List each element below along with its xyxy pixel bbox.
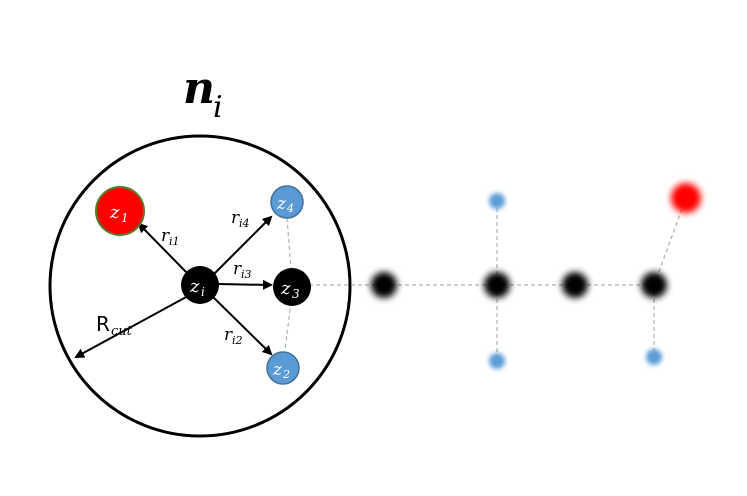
- atom-z2-sub: 2: [282, 368, 290, 381]
- atom-center-label: z: [189, 276, 200, 297]
- neighborhood-title: n i: [183, 63, 223, 125]
- atom-z2-label: z: [272, 360, 283, 380]
- atom-z1-label: z: [109, 202, 120, 223]
- svg-text:i2: i2: [232, 334, 243, 347]
- inner-dashed-bonds: [284, 217, 292, 351]
- svg-text:cut: cut: [111, 324, 133, 339]
- arrow-ri4: [212, 215, 273, 276]
- blurred-heavy-atom: [371, 272, 397, 298]
- atom-z4-sub: 4: [286, 202, 294, 215]
- arrow-rcut: [74, 295, 189, 358]
- edge-label-ri4: r i4: [231, 208, 250, 230]
- blurred-heavy-atom: [562, 272, 588, 298]
- svg-text:r: r: [231, 208, 240, 228]
- blurred-red-atom: [671, 183, 701, 213]
- distance-arrows: [74, 215, 273, 358]
- blurred-hydrogen-atom: [646, 349, 662, 365]
- atom-z4: z 4: [270, 185, 304, 219]
- title-symbol: n: [183, 63, 215, 114]
- edge-label-ri2: r i2: [224, 325, 243, 347]
- svg-text:r: r: [233, 259, 242, 279]
- edge-label-ri3: r i3: [233, 259, 252, 281]
- atom-z1: z 1: [95, 186, 145, 236]
- outer-molecule-chain: [309, 183, 701, 369]
- atom-z3-label: z: [280, 278, 291, 299]
- atom-z2: z 2: [266, 351, 300, 385]
- blurred-hydrogen-atom: [489, 193, 505, 209]
- svg-text:i3: i3: [241, 268, 252, 281]
- blurred-heavy-atom: [484, 272, 510, 298]
- svg-text:i4: i4: [239, 217, 250, 230]
- blurred-hydrogen-atom: [489, 353, 505, 369]
- svg-text:r: r: [161, 226, 170, 246]
- arrow-ri2: [212, 296, 273, 356]
- svg-text:i1: i1: [169, 235, 180, 248]
- atom-z1-sub: 1: [121, 211, 129, 225]
- outer-dashed-bonds: [309, 197, 687, 361]
- edge-label-ri1: r i1: [161, 226, 180, 248]
- atom-z3-sub: 3: [292, 287, 300, 301]
- atom-z4-label: z: [276, 194, 287, 214]
- svg-text:R: R: [96, 312, 110, 336]
- edge-label-rcut: R cut: [96, 312, 133, 339]
- neighborhood-circle: [48, 134, 352, 438]
- atom-center-sub: i: [201, 285, 205, 299]
- title-subscript: i: [213, 90, 223, 125]
- atom-z3: z 3: [273, 268, 311, 306]
- arrow-ri1: [137, 222, 189, 275]
- blurred-heavy-atom: [641, 272, 667, 298]
- svg-text:r: r: [224, 325, 233, 345]
- atom-center-zi: z i: [181, 266, 219, 304]
- arrow-ri3: [217, 279, 273, 290]
